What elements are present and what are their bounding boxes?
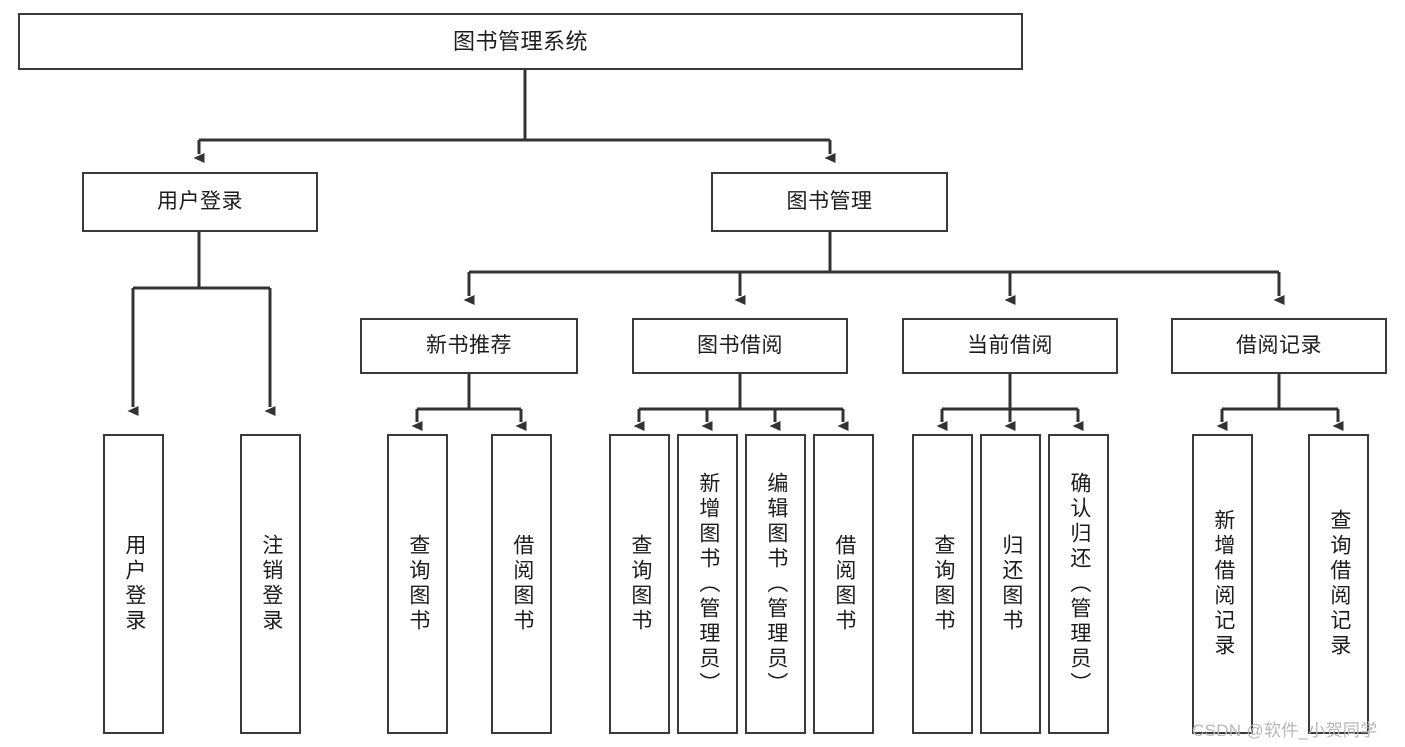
leaf-user-login-login[interactable]: 用户登录 (103, 434, 164, 734)
leaf-book-borrow-edit[interactable]: 编辑图书（管理员） (745, 434, 806, 734)
node-root-label: 图书管理系统 (452, 28, 588, 54)
csdn-watermark: CSDN @软件_小贺同学 (1192, 721, 1378, 740)
node-book-borrow[interactable]: 图书借阅 (632, 318, 848, 374)
leaf-book-borrow-query[interactable]: 查询图书 (609, 434, 670, 734)
leaf-book-borrow-add[interactable]: 新增图书（管理员） (677, 434, 738, 734)
leaf-book-borrow-edit-label: 编辑图书（管理员） (764, 471, 788, 697)
leaf-current-borrow-return-label: 归还图书 (999, 534, 1023, 634)
leaf-book-borrow-add-label: 新增图书（管理员） (696, 471, 720, 697)
leaf-book-borrow-query-label: 查询图书 (628, 534, 652, 634)
node-current-borrow[interactable]: 当前借阅 (902, 318, 1118, 374)
node-user-login-label: 用户登录 (157, 189, 243, 213)
leaf-current-borrow-query[interactable]: 查询图书 (912, 434, 973, 734)
leaf-user-login-logout[interactable]: 注销登录 (240, 434, 301, 734)
node-root-book-management-system[interactable]: 图书管理系统 (18, 13, 1023, 70)
leaf-current-borrow-confirm[interactable]: 确认归还（管理员） (1048, 434, 1109, 734)
node-current-borrow-label: 当前借阅 (967, 333, 1053, 357)
leaf-records-query-label: 查询借阅记录 (1327, 509, 1351, 659)
node-book-management[interactable]: 图书管理 (711, 172, 948, 232)
node-borrow-records[interactable]: 借阅记录 (1171, 318, 1387, 374)
leaf-new-book-query-label: 查询图书 (406, 534, 430, 634)
leaf-new-book-borrow-label: 借阅图书 (510, 534, 534, 634)
node-book-management-label: 图书管理 (786, 189, 873, 213)
leaf-records-add[interactable]: 新增借阅记录 (1192, 434, 1253, 734)
leaf-user-login-login-label: 用户登录 (122, 534, 146, 634)
leaf-new-book-query[interactable]: 查询图书 (387, 434, 448, 734)
leaf-current-borrow-return[interactable]: 归还图书 (980, 434, 1041, 734)
node-new-book-recommend[interactable]: 新书推荐 (360, 318, 578, 374)
leaf-current-borrow-confirm-label: 确认归还（管理员） (1067, 471, 1091, 697)
node-new-book-recommend-label: 新书推荐 (426, 333, 512, 357)
node-user-login[interactable]: 用户登录 (82, 172, 318, 232)
leaf-new-book-borrow[interactable]: 借阅图书 (491, 434, 552, 734)
node-borrow-records-label: 借阅记录 (1236, 333, 1322, 357)
leaf-user-login-logout-label: 注销登录 (259, 534, 283, 634)
leaf-records-query[interactable]: 查询借阅记录 (1308, 434, 1369, 734)
leaf-records-add-label: 新增借阅记录 (1211, 509, 1235, 659)
leaf-current-borrow-query-label: 查询图书 (931, 534, 955, 634)
leaf-book-borrow-borrow-label: 借阅图书 (832, 534, 856, 634)
leaf-book-borrow-borrow[interactable]: 借阅图书 (813, 434, 874, 734)
node-book-borrow-label: 图书借阅 (697, 333, 783, 357)
